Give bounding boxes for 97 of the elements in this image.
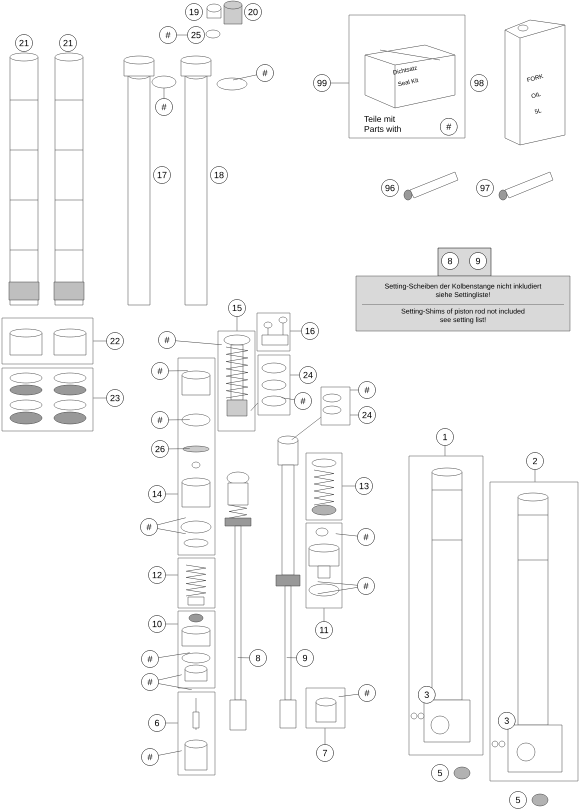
leader-line [444, 446, 446, 456]
callout-number: 24 [358, 406, 376, 424]
callout-number: 21 [15, 34, 33, 52]
group-frame [178, 558, 216, 608]
leader-line [534, 470, 536, 482]
group-frame [306, 688, 346, 728]
callout-number: # [159, 26, 177, 44]
group-frame [256, 312, 290, 352]
callout-number: 5 [431, 764, 449, 782]
callout-number: # [151, 362, 169, 380]
callout-number: # [141, 748, 159, 766]
leader-line [158, 652, 190, 658]
callout-number: 14 [148, 485, 166, 503]
group-frame [490, 482, 578, 782]
callout-number: 7 [316, 744, 334, 762]
callout-number: 20 [244, 3, 262, 21]
leader-line [158, 683, 192, 690]
callout-number: 3 [498, 712, 516, 730]
callout-number: 17 [153, 166, 171, 184]
piston-rod-drawing [276, 436, 300, 728]
leader-line [292, 417, 321, 440]
callout-number: 19 [185, 3, 203, 21]
group-frame [306, 522, 342, 608]
leader-line [157, 518, 186, 526]
callout-number: 6 [148, 714, 166, 732]
callout-number: # [141, 673, 159, 691]
callout-number: # [158, 331, 176, 349]
callout-number: 16 [301, 322, 319, 340]
leader-line [158, 750, 182, 756]
group-frame [178, 358, 216, 556]
callout-number: 12 [148, 566, 166, 584]
callout-number: 11 [315, 621, 333, 639]
callout-number: 13 [355, 477, 373, 495]
callout-number: 8 [249, 649, 267, 667]
callout-number: 15 [228, 299, 246, 317]
leader-line [166, 722, 178, 724]
callout-number: # [155, 98, 173, 116]
callout-number: 96 [381, 179, 399, 197]
callout-number: # [440, 118, 458, 136]
group-frame [178, 692, 216, 776]
callout-number: 21 [59, 34, 77, 52]
group-frame [178, 610, 216, 688]
leader-line [175, 340, 222, 345]
callout-number: 24 [299, 366, 317, 384]
leader-line [290, 374, 300, 376]
leader-line [168, 448, 190, 450]
callout-number: 9 [469, 252, 487, 270]
callout-number: 5 [509, 791, 527, 809]
leader-line [338, 694, 359, 697]
group-frame [218, 330, 256, 432]
callout-number: # [357, 577, 375, 595]
leader-line [282, 398, 295, 400]
callout-number: # [256, 64, 274, 82]
group-frame [306, 452, 342, 520]
leader-line [93, 340, 106, 342]
callout-number: 3 [418, 686, 436, 704]
callout-number: # [141, 650, 159, 668]
group-frame [408, 456, 484, 756]
callout-number: 98 [470, 74, 488, 92]
callout-number: 18 [210, 166, 228, 184]
leader-line [330, 82, 349, 84]
callout-number: 8 [441, 252, 459, 270]
leader-line [232, 74, 257, 80]
callout-number: # [140, 518, 158, 536]
leader-line [236, 316, 238, 331]
callout-number: # [358, 381, 376, 399]
leader-line [336, 534, 358, 536]
leader-line [324, 728, 326, 744]
leader-line [166, 574, 178, 576]
callout-number: 26 [151, 440, 169, 458]
callout-number: 1 [436, 428, 454, 446]
group-frame [2, 368, 94, 432]
leader-line [290, 330, 302, 332]
group-frame [258, 354, 290, 416]
callout-number: 97 [476, 179, 494, 197]
callout-number: 10 [148, 615, 166, 633]
leader-line [158, 674, 182, 680]
group-frame [2, 318, 94, 364]
callout-number: # [151, 411, 169, 429]
leader-line [168, 370, 188, 372]
callout-number: # [357, 528, 375, 546]
callout-number: # [358, 684, 376, 702]
piston-rod-drawing [224, 472, 252, 730]
leader-line [176, 34, 188, 36]
group-frame [320, 386, 350, 426]
leader-line [157, 528, 186, 534]
leader-line [350, 414, 358, 416]
callout-number: 9 [296, 649, 314, 667]
callout-number: 22 [106, 332, 124, 350]
callout-number: # [294, 392, 312, 410]
callout-number: 23 [106, 389, 124, 407]
leader-line [318, 587, 358, 594]
leader-line [318, 582, 358, 586]
leader-line [250, 402, 258, 411]
callout-number: 2 [526, 452, 544, 470]
callout-number: 25 [187, 26, 205, 44]
callout-number: 99 [313, 74, 331, 92]
